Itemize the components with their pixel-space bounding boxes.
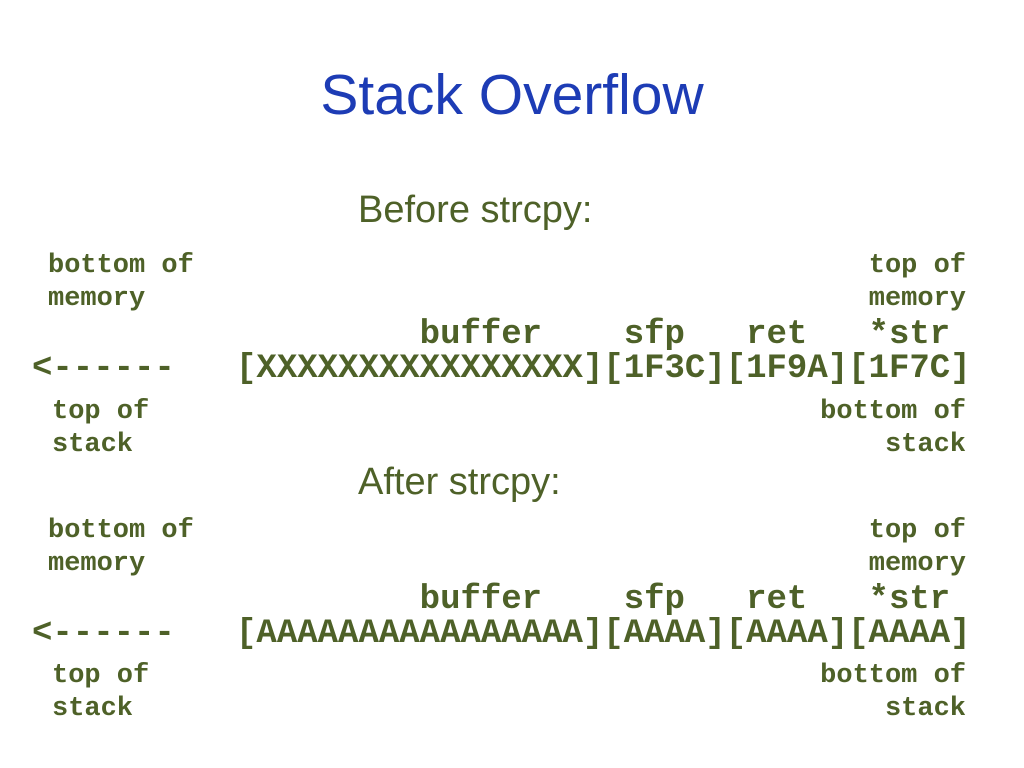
diagram-field-headers-before: buffer sfp ret *str [32,316,951,354]
memory-diagram-after: buffer sfp ret *str<------ [AAAAAAAAAAAA… [32,583,971,651]
diagram-stack-contents-before: <------ [XXXXXXXXXXXXXXXX][1F3C][1F9A][1… [32,350,971,388]
label-bottom-of-stack-after: bottom of stack [820,661,966,724]
label-top-of-stack-before: top of stack [52,397,150,460]
section-heading-before-strcpy: Before strcpy: [358,189,593,231]
slide-title: Stack Overflow [320,63,704,127]
label-top-of-memory-after: top of memory [868,516,966,579]
section-heading-after-strcpy: After strcpy: [358,461,561,503]
diagram-stack-contents-after: <------ [AAAAAAAAAAAAAAAA][AAAA][AAAA][A… [32,615,971,653]
label-top-of-memory-before: top of memory [868,251,966,314]
diagram-field-headers-after: buffer sfp ret *str [32,581,951,619]
label-bottom-of-stack-before: bottom of stack [820,397,966,460]
label-bottom-of-memory-before: bottom of memory [48,251,194,314]
label-top-of-stack-after: top of stack [52,661,150,724]
label-bottom-of-memory-after: bottom of memory [48,516,194,579]
memory-diagram-before: buffer sfp ret *str<------ [XXXXXXXXXXXX… [32,318,971,386]
